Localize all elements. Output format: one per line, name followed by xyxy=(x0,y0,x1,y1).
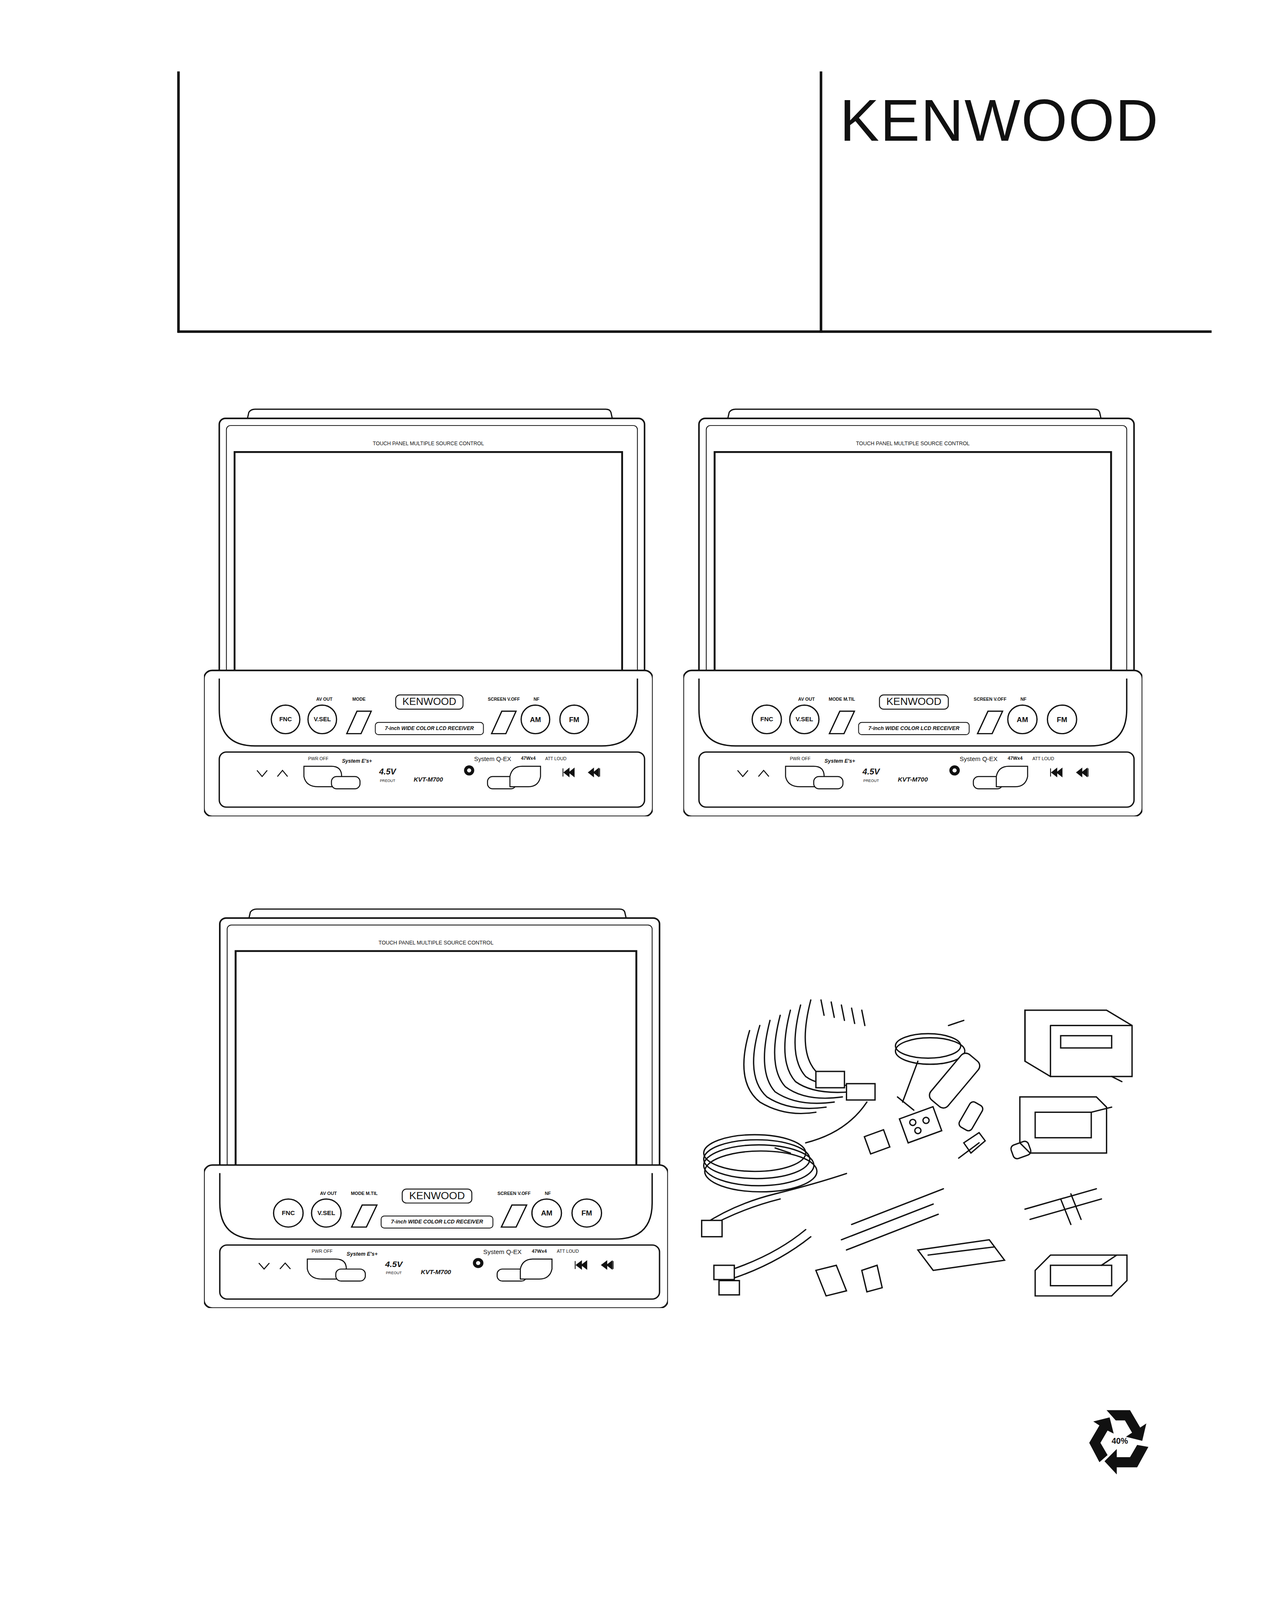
button-label: AM xyxy=(541,1209,553,1217)
button-label: AV OUT xyxy=(319,1191,337,1196)
button-label: V.SEL xyxy=(795,716,814,723)
button-label: FM xyxy=(569,715,580,723)
receiver-illustration: TOUCH PANEL MULTIPLE SOURCE CONTROL AV OU… xyxy=(683,402,1143,817)
receiver-drawing xyxy=(203,902,668,1308)
model-description: 7-inch WIDE COLOR LCD RECEIVER xyxy=(391,1219,484,1225)
button-label: PWR OFF xyxy=(789,756,811,761)
button-label: AM xyxy=(1016,715,1028,723)
brand-logo: KENWOOD xyxy=(402,696,457,707)
button-label: NF xyxy=(1020,697,1027,702)
feature-badge: System Q-EX xyxy=(959,755,998,763)
button-label: NF xyxy=(533,697,540,702)
brand-logo: KENWOOD xyxy=(839,90,1160,150)
button-label: SCREEN V.OFF xyxy=(497,1191,531,1196)
button-label: FNC xyxy=(760,716,774,723)
receiver-illustration: TOUCH PANEL MULTIPLE SOURCE CONTROL AV OU… xyxy=(203,402,653,817)
button-label: FNC xyxy=(281,1209,295,1216)
button-label: SCREEN V.OFF xyxy=(973,697,1007,702)
feature-badge: PREOUT xyxy=(863,779,879,784)
button-label: V.SEL xyxy=(313,716,331,723)
feature-badge: PREOUT xyxy=(386,1272,402,1276)
button-label: MODE M.TIL xyxy=(828,697,856,702)
button-label: NF xyxy=(544,1191,551,1196)
button-label: FM xyxy=(1056,715,1068,723)
feature-badge: 4.5V xyxy=(378,767,396,776)
panel-caption: TOUCH PANEL MULTIPLE SOURCE CONTROL xyxy=(378,940,494,946)
feature-badge: System Q-EX xyxy=(483,1248,522,1255)
panel-caption: TOUCH PANEL MULTIPLE SOURCE CONTROL xyxy=(855,441,970,447)
feature-badge: 4.5V xyxy=(862,767,880,776)
button-label: AV OUT xyxy=(316,697,333,702)
model-description: 7-inch WIDE COLOR LCD RECEIVER xyxy=(384,725,474,731)
feature-badge: 47Wx4 xyxy=(520,756,536,762)
brand-logo: KENWOOD xyxy=(886,696,942,707)
model-name: KVT-M700 xyxy=(413,776,444,783)
model-name: KVT-M700 xyxy=(420,1268,451,1275)
button-label: SCREEN V.OFF xyxy=(487,697,520,702)
button-label: ATT LOUD xyxy=(1032,756,1054,761)
button-label: ATT LOUD xyxy=(545,756,567,761)
receiver-illustration: TOUCH PANEL MULTIPLE SOURCE CONTROL AV OU… xyxy=(203,902,668,1308)
feature-badge: System E's+ xyxy=(824,758,856,764)
feature-badge: System E's+ xyxy=(346,1251,378,1257)
feature-badge: System E's+ xyxy=(342,758,373,764)
feature-badge: 4.5V xyxy=(385,1260,403,1269)
button-label: AM xyxy=(529,715,542,723)
feature-badge: PREOUT xyxy=(379,779,395,784)
feature-badge: 47Wx4 xyxy=(1007,756,1023,762)
button-label: ATT LOUD xyxy=(556,1249,580,1254)
model-description: 7-inch WIDE COLOR LCD RECEIVER xyxy=(868,725,960,731)
feature-badge: System Q-EX xyxy=(474,755,512,763)
button-label: MODE M.TIL xyxy=(350,1191,378,1196)
button-label: FNC xyxy=(279,716,292,723)
button-label: AV OUT xyxy=(798,697,815,702)
receiver-drawing xyxy=(683,402,1143,817)
model-name: KVT-M700 xyxy=(897,776,928,783)
button-label: FM xyxy=(581,1209,593,1217)
button-label: PWR OFF xyxy=(311,1249,333,1254)
button-label: MODE xyxy=(352,697,366,702)
recycle-percent: 40% xyxy=(1110,1437,1129,1446)
panel-caption: TOUCH PANEL MULTIPLE SOURCE CONTROL xyxy=(372,441,484,447)
button-label: PWR OFF xyxy=(308,756,329,761)
receiver-drawing xyxy=(203,402,653,817)
brand-logo: KENWOOD xyxy=(409,1190,465,1201)
button-label: V.SEL xyxy=(317,1209,335,1216)
feature-badge: 47Wx4 xyxy=(531,1249,547,1255)
